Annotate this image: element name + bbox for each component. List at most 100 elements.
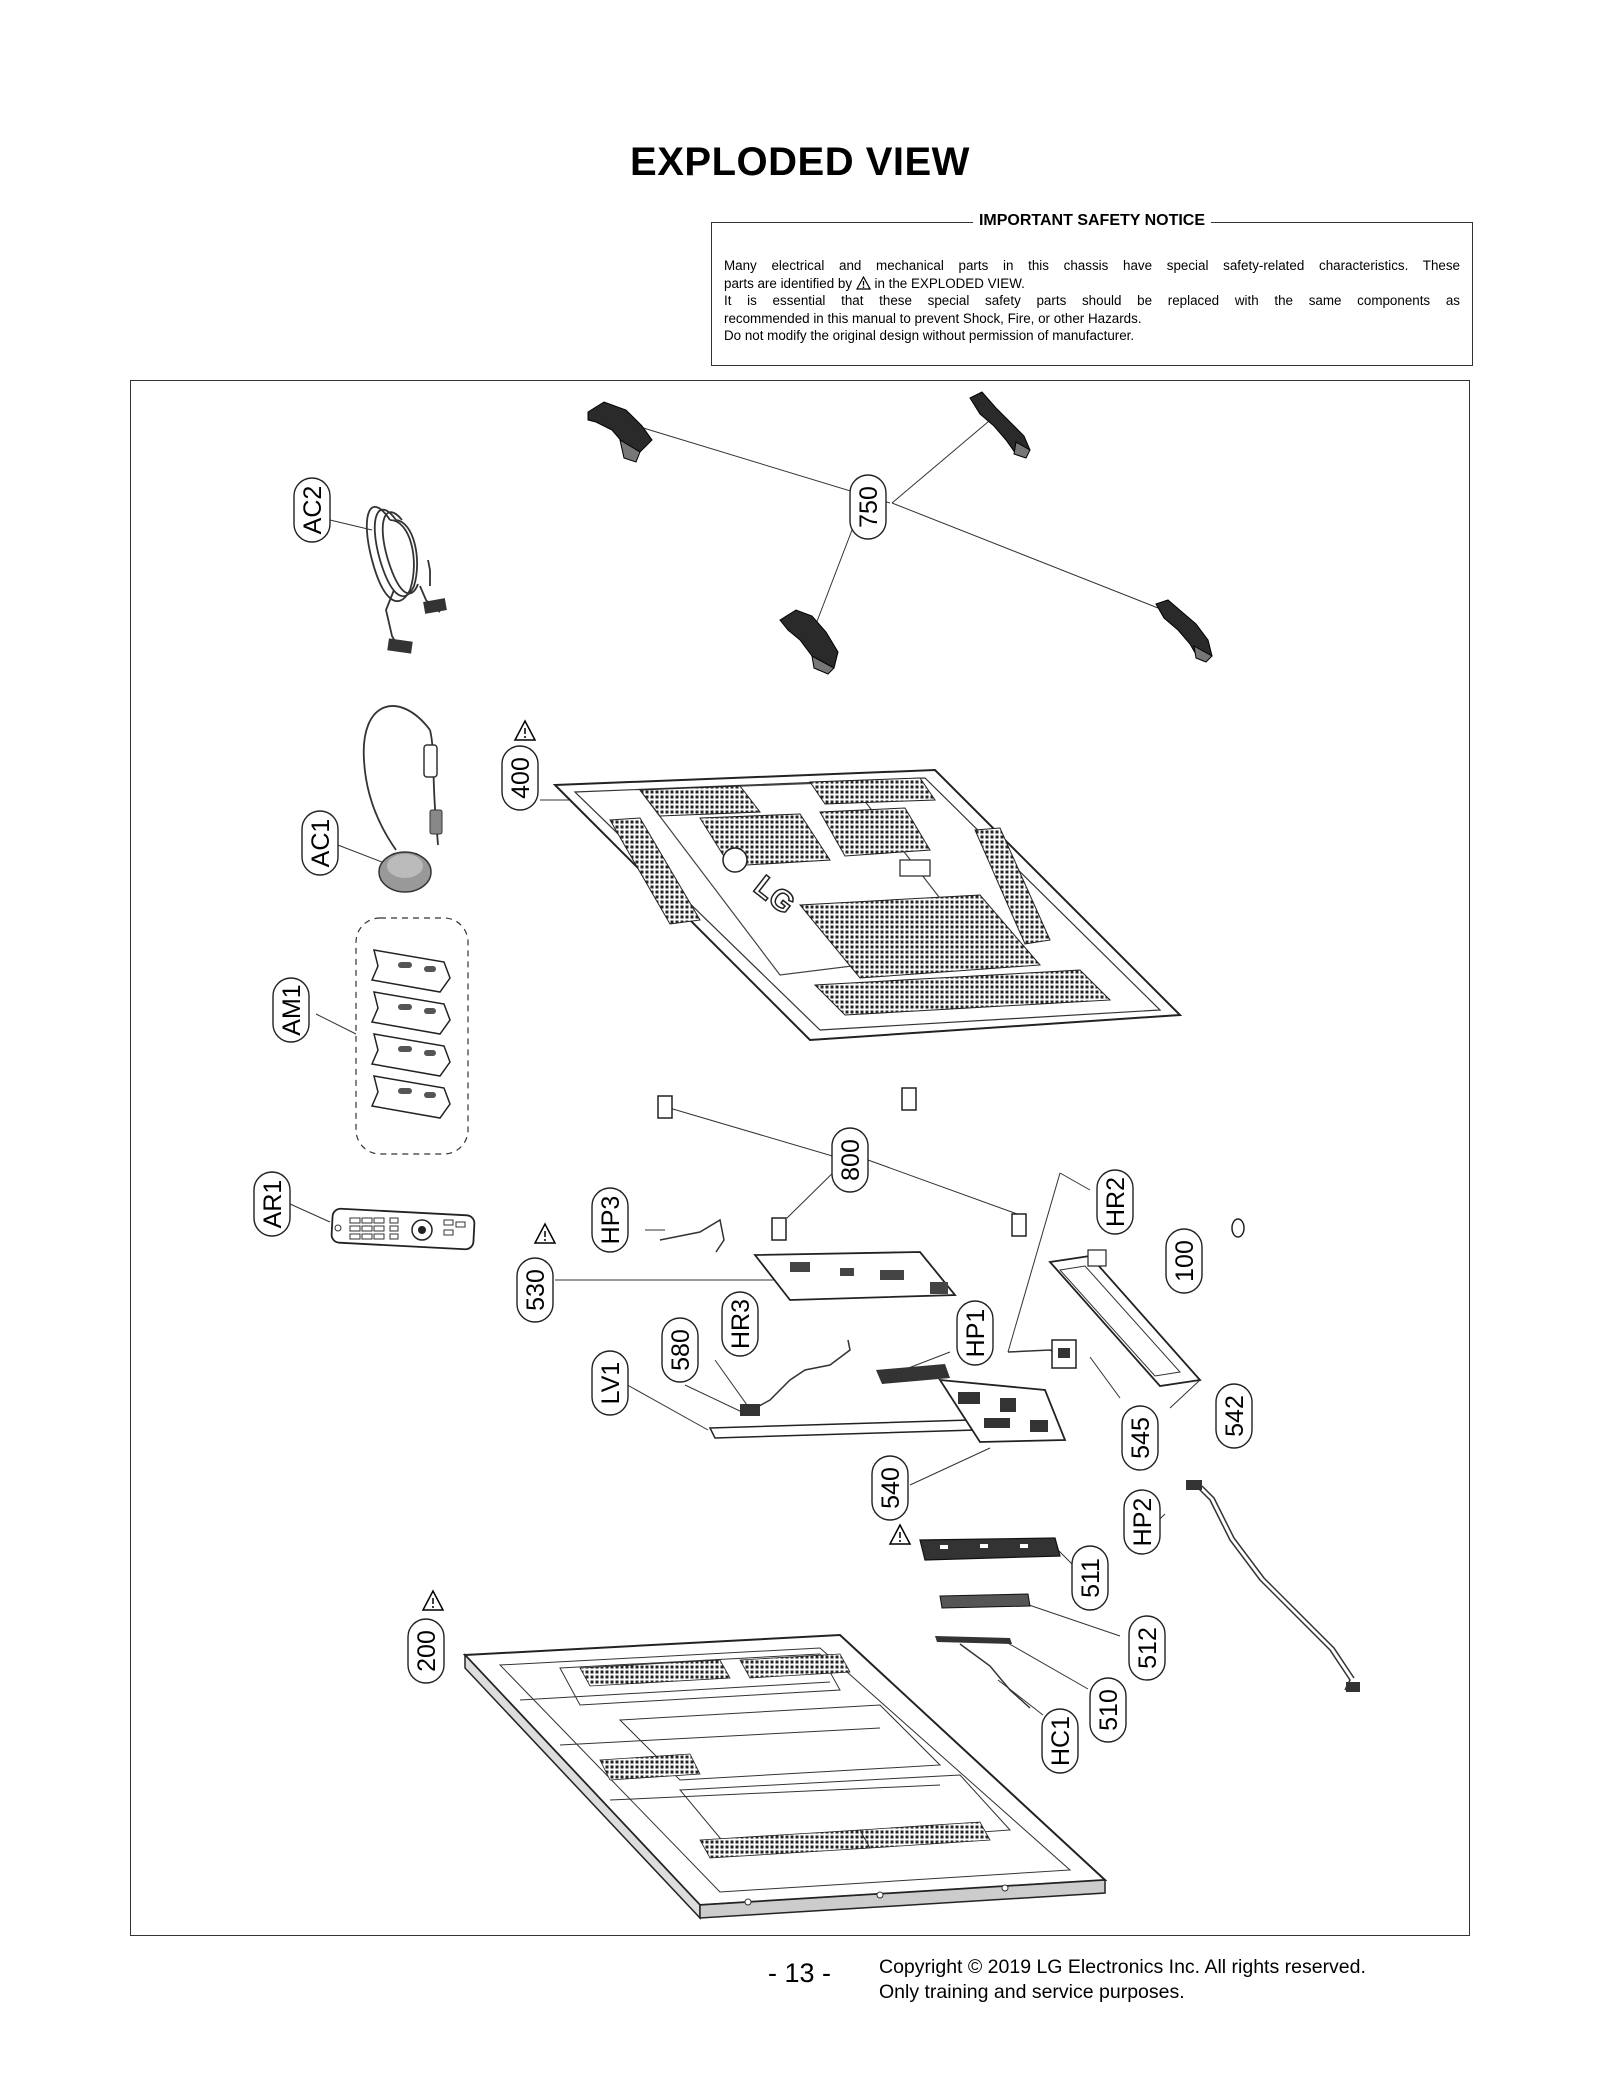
callout-200: 200 [407,1618,445,1684]
callout-label: HP2 [1129,1498,1157,1547]
callout-label: AM1 [278,984,306,1035]
callout-ac1: AC1 [301,810,339,876]
safety-notice-heading: IMPORTANT SAFETY NOTICE [972,212,1212,229]
callout-am1: AM1 [272,977,310,1043]
safety-notice-body: Many electrical and mechanical parts in … [724,257,1460,345]
warning-triangle-icon-200 [422,1590,444,1611]
callout-pill [301,810,339,876]
callout-pill [721,1291,759,1357]
callout-lv1: LV1 [591,1350,629,1416]
back-cover-400: LG [552,768,1183,1042]
notice-line-2: parts are identified by in the EXPLODED … [724,275,1025,291]
warning-triangle-icon-511 [889,1524,911,1545]
callout-label: 800 [837,1139,865,1181]
callout-510: 510 [1089,1677,1127,1743]
page-number: - 13 - [768,1958,832,1988]
stand-feet [587,391,1213,675]
callout-label: 400 [507,757,535,799]
callout-530: 530 [516,1257,554,1323]
callout-label: 580 [667,1329,695,1371]
callout-label: 530 [522,1269,550,1311]
callout-100: 100 [1165,1228,1203,1294]
callout-800: 800 [831,1127,869,1193]
callout-label: HP1 [962,1309,990,1358]
part-100 [1231,1218,1245,1238]
main-board-540 [938,1378,1067,1443]
ar1-remote-control [330,1207,476,1251]
callout-pill [1165,1228,1203,1294]
callout-label: AC2 [299,486,327,535]
notice-line-3: It is essential that these special safet… [724,293,1460,308]
hp1-cable [876,1364,950,1384]
bracket-542 [1048,1249,1202,1387]
callout-pill [661,1317,699,1383]
callout-pill [1096,1169,1134,1235]
lv1-ffc-cable [708,1419,977,1439]
callout-pill [591,1350,629,1416]
hp2-cable [1197,1485,1355,1691]
callout-pill [849,474,887,540]
pcb-530 [753,1251,957,1301]
notice-line-1: Many electrical and mechanical parts in … [724,258,1460,273]
callout-label: 542 [1221,1395,1249,1437]
board-512 [939,1593,1031,1609]
callout-label: 545 [1127,1417,1155,1459]
notice-line-4: recommended in this manual to prevent Sh… [724,310,1142,326]
callout-label: HR2 [1102,1177,1130,1227]
callout-pill [1121,1405,1159,1471]
callout-label: HC1 [1047,1716,1075,1766]
callout-pill [1071,1545,1109,1611]
callout-hc1: HC1 [1041,1708,1079,1774]
callout-512: 512 [1128,1615,1166,1681]
callout-label: AC1 [307,819,335,868]
warning-triangle-icon-400 [514,720,536,741]
board-510 [935,1636,1012,1644]
safety-notice-box: IMPORTANT SAFETY NOTICE Many electrical … [711,212,1473,366]
am1-group [355,917,469,1155]
callout-pill [831,1127,869,1193]
callout-label: AR1 [259,1180,287,1229]
notice-line-5: Do not modify the original design withou… [724,328,1135,343]
callout-pill [293,477,331,543]
callout-label: 200 [413,1630,441,1672]
callout-pill [253,1171,291,1237]
callout-hr3: HR3 [721,1291,759,1357]
callout-label: 100 [1171,1240,1199,1282]
callout-pill [1123,1489,1161,1555]
ac1-ir-cable [362,705,439,851]
callout-580: 580 [661,1317,699,1383]
board-511 [919,1537,1061,1561]
leader-lines [289,415,1201,1716]
page-title: EXPLODED VIEW [630,140,970,184]
callout-label: 511 [1077,1558,1105,1598]
callout-pill [407,1618,445,1684]
copyright-line-2: Only training and service purposes. [879,1981,1185,2003]
callout-400: 400 [501,745,539,811]
callout-label: HR3 [727,1299,755,1349]
callout-label: HP3 [597,1196,625,1245]
callout-hr2: HR2 [1096,1169,1134,1235]
callout-pill [516,1257,554,1323]
callout-pill [1215,1383,1253,1449]
callout-511: 511 [1071,1545,1109,1611]
callout-ar1: AR1 [253,1171,291,1237]
callout-hp3: HP3 [591,1187,629,1253]
copyright-notice: Copyright © 2019 LG Electronics Inc. All… [879,1955,1366,2005]
callout-label: 510 [1095,1689,1123,1731]
callout-label: 750 [855,486,883,528]
copyright-line-1: Copyright © 2019 LG Electronics Inc. All… [879,1956,1366,1978]
callout-pill [272,977,310,1043]
callout-pill [1128,1615,1166,1681]
ac2-power-cord [365,506,441,651]
callout-545: 545 [1121,1405,1159,1471]
callout-hp2: HP2 [1123,1489,1161,1555]
am1-brackets [370,949,451,1119]
callout-pill [1041,1708,1079,1774]
callout-label: LV1 [597,1362,625,1405]
warning-triangle-icon-530 [534,1223,556,1244]
warning-triangle-icon [855,275,871,290]
callout-ac2: AC2 [293,477,331,543]
callout-pill [956,1300,994,1366]
